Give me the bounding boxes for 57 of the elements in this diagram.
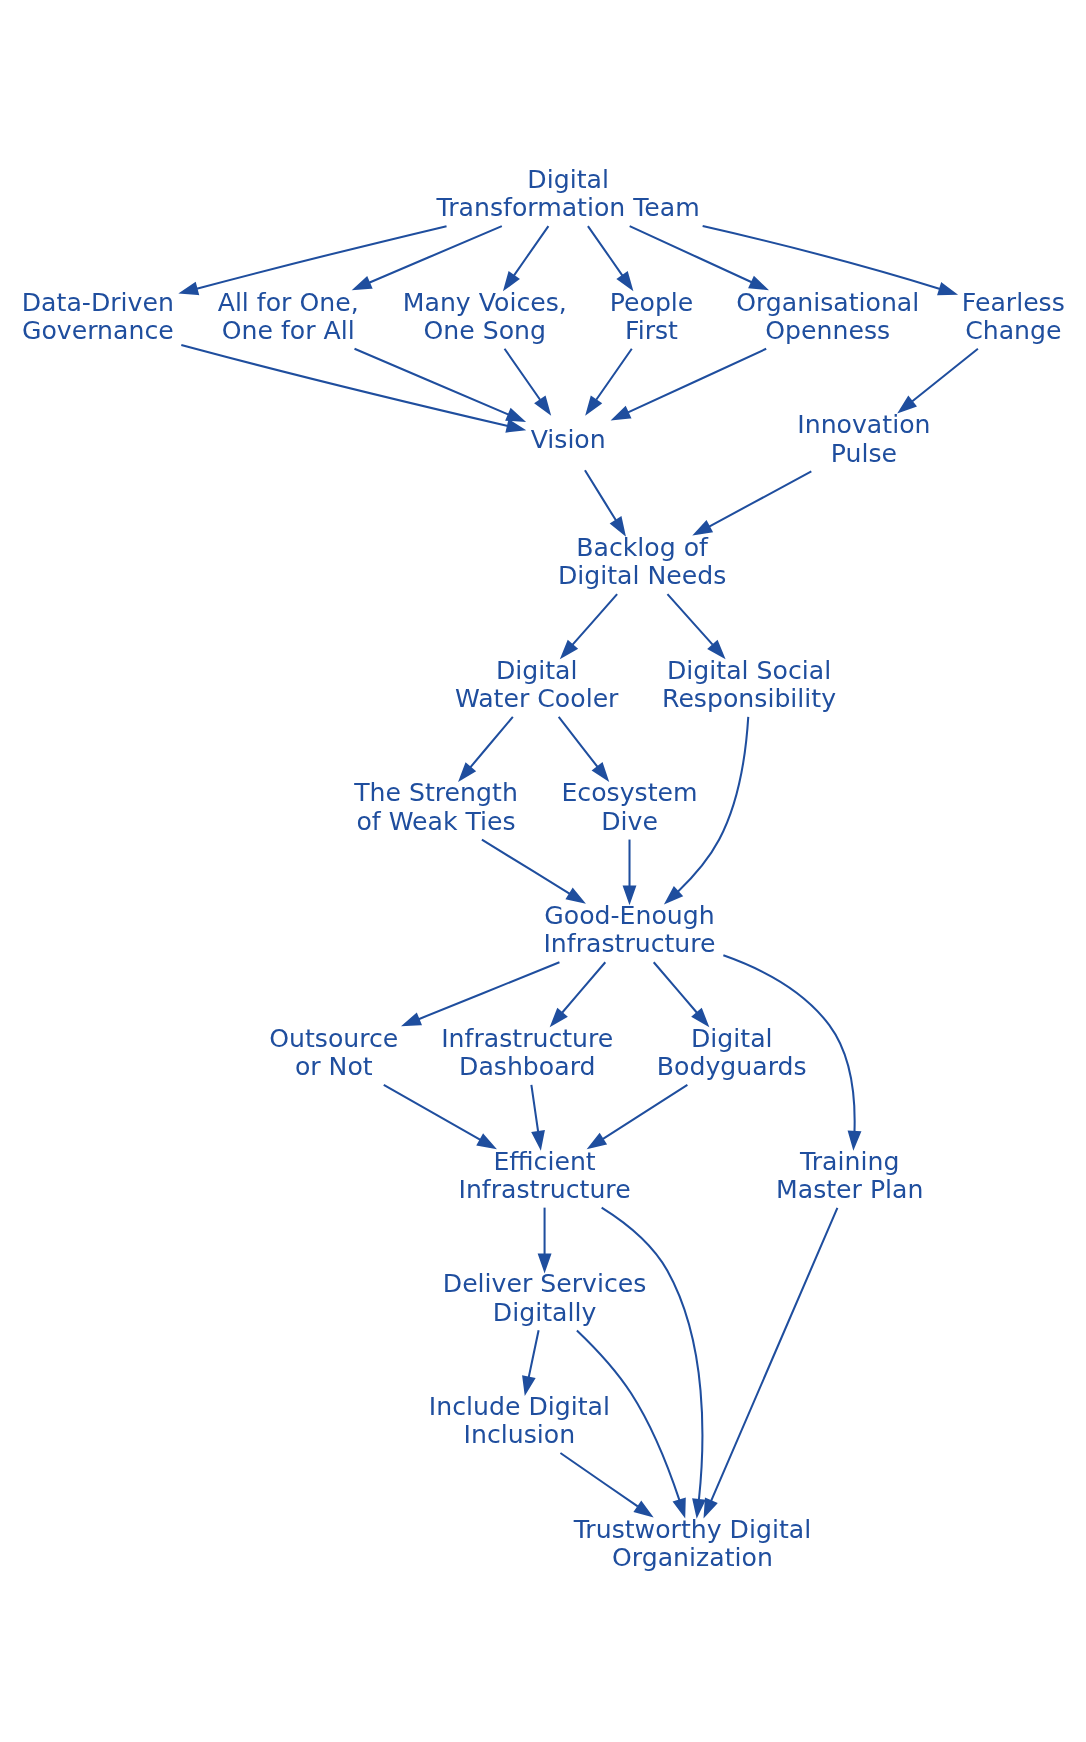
node-text: Vision — [530, 424, 606, 454]
node-text: Organisational Openness — [736, 287, 920, 346]
arrow — [383, 1084, 497, 1150]
node-text: Deliver Services Digitally — [442, 1269, 647, 1327]
arrow — [481, 838, 586, 904]
node-text: Trustworthy Digital Organization — [573, 1514, 812, 1572]
arrow — [585, 348, 633, 416]
arrow — [897, 348, 979, 414]
node-text: Digital Bodyguards — [656, 1023, 807, 1082]
arrow — [666, 593, 726, 660]
arrow — [610, 347, 767, 421]
arrow — [559, 1452, 654, 1518]
arrow — [586, 1084, 688, 1150]
node-text: Infrastructure Dashboard — [441, 1023, 614, 1082]
arrow — [692, 470, 812, 536]
node-text: Digital Transformation Team — [436, 165, 700, 223]
arrow — [549, 961, 607, 1028]
arrow — [502, 225, 550, 292]
arrow — [723, 954, 862, 1151]
node-text: Digital Water Cooler — [454, 655, 619, 714]
node-text: Backlog of Digital Needs — [557, 533, 727, 591]
arrow — [587, 225, 634, 292]
arrow — [522, 1330, 540, 1396]
arrow — [401, 961, 560, 1027]
node-text: Include Digital Inclusion — [428, 1391, 610, 1450]
node-text: Digital Social Responsibility — [662, 655, 837, 714]
node-text: Training Master Plan — [776, 1146, 924, 1204]
arrow — [181, 343, 527, 433]
arrow — [559, 593, 618, 660]
arrow — [557, 716, 610, 782]
arrow — [458, 716, 514, 782]
arrow — [576, 1329, 686, 1519]
node-text: All for One, One for All — [217, 287, 359, 346]
arrow — [178, 225, 447, 296]
node-text: Many Voices, One Song — [402, 287, 567, 346]
node-text: People First — [609, 287, 694, 346]
node-text: Fearless Change — [961, 287, 1065, 346]
arrow — [702, 225, 959, 296]
arrow — [530, 1084, 545, 1151]
arrow — [629, 225, 769, 291]
arrow — [622, 839, 637, 906]
arrow — [703, 1207, 839, 1519]
node-text: Data-Driven Governance — [21, 287, 174, 346]
node-text: Ecosystem Dive — [561, 778, 698, 836]
node-text: Efficient Infrastructure — [458, 1146, 631, 1204]
node-text: Good-Enough Infrastructure — [543, 901, 716, 959]
arrow — [351, 225, 503, 291]
arrow — [537, 1207, 552, 1274]
arrow — [354, 347, 527, 423]
node-text: Outsource or Not — [269, 1023, 399, 1082]
node-text: Innovation Pulse — [797, 410, 931, 468]
node-text: The Strength of Weak Ties — [354, 778, 518, 836]
arrow — [503, 348, 552, 416]
arrow — [584, 469, 626, 537]
arrow — [663, 716, 750, 905]
arrow — [652, 961, 710, 1028]
arrow — [601, 1206, 706, 1519]
